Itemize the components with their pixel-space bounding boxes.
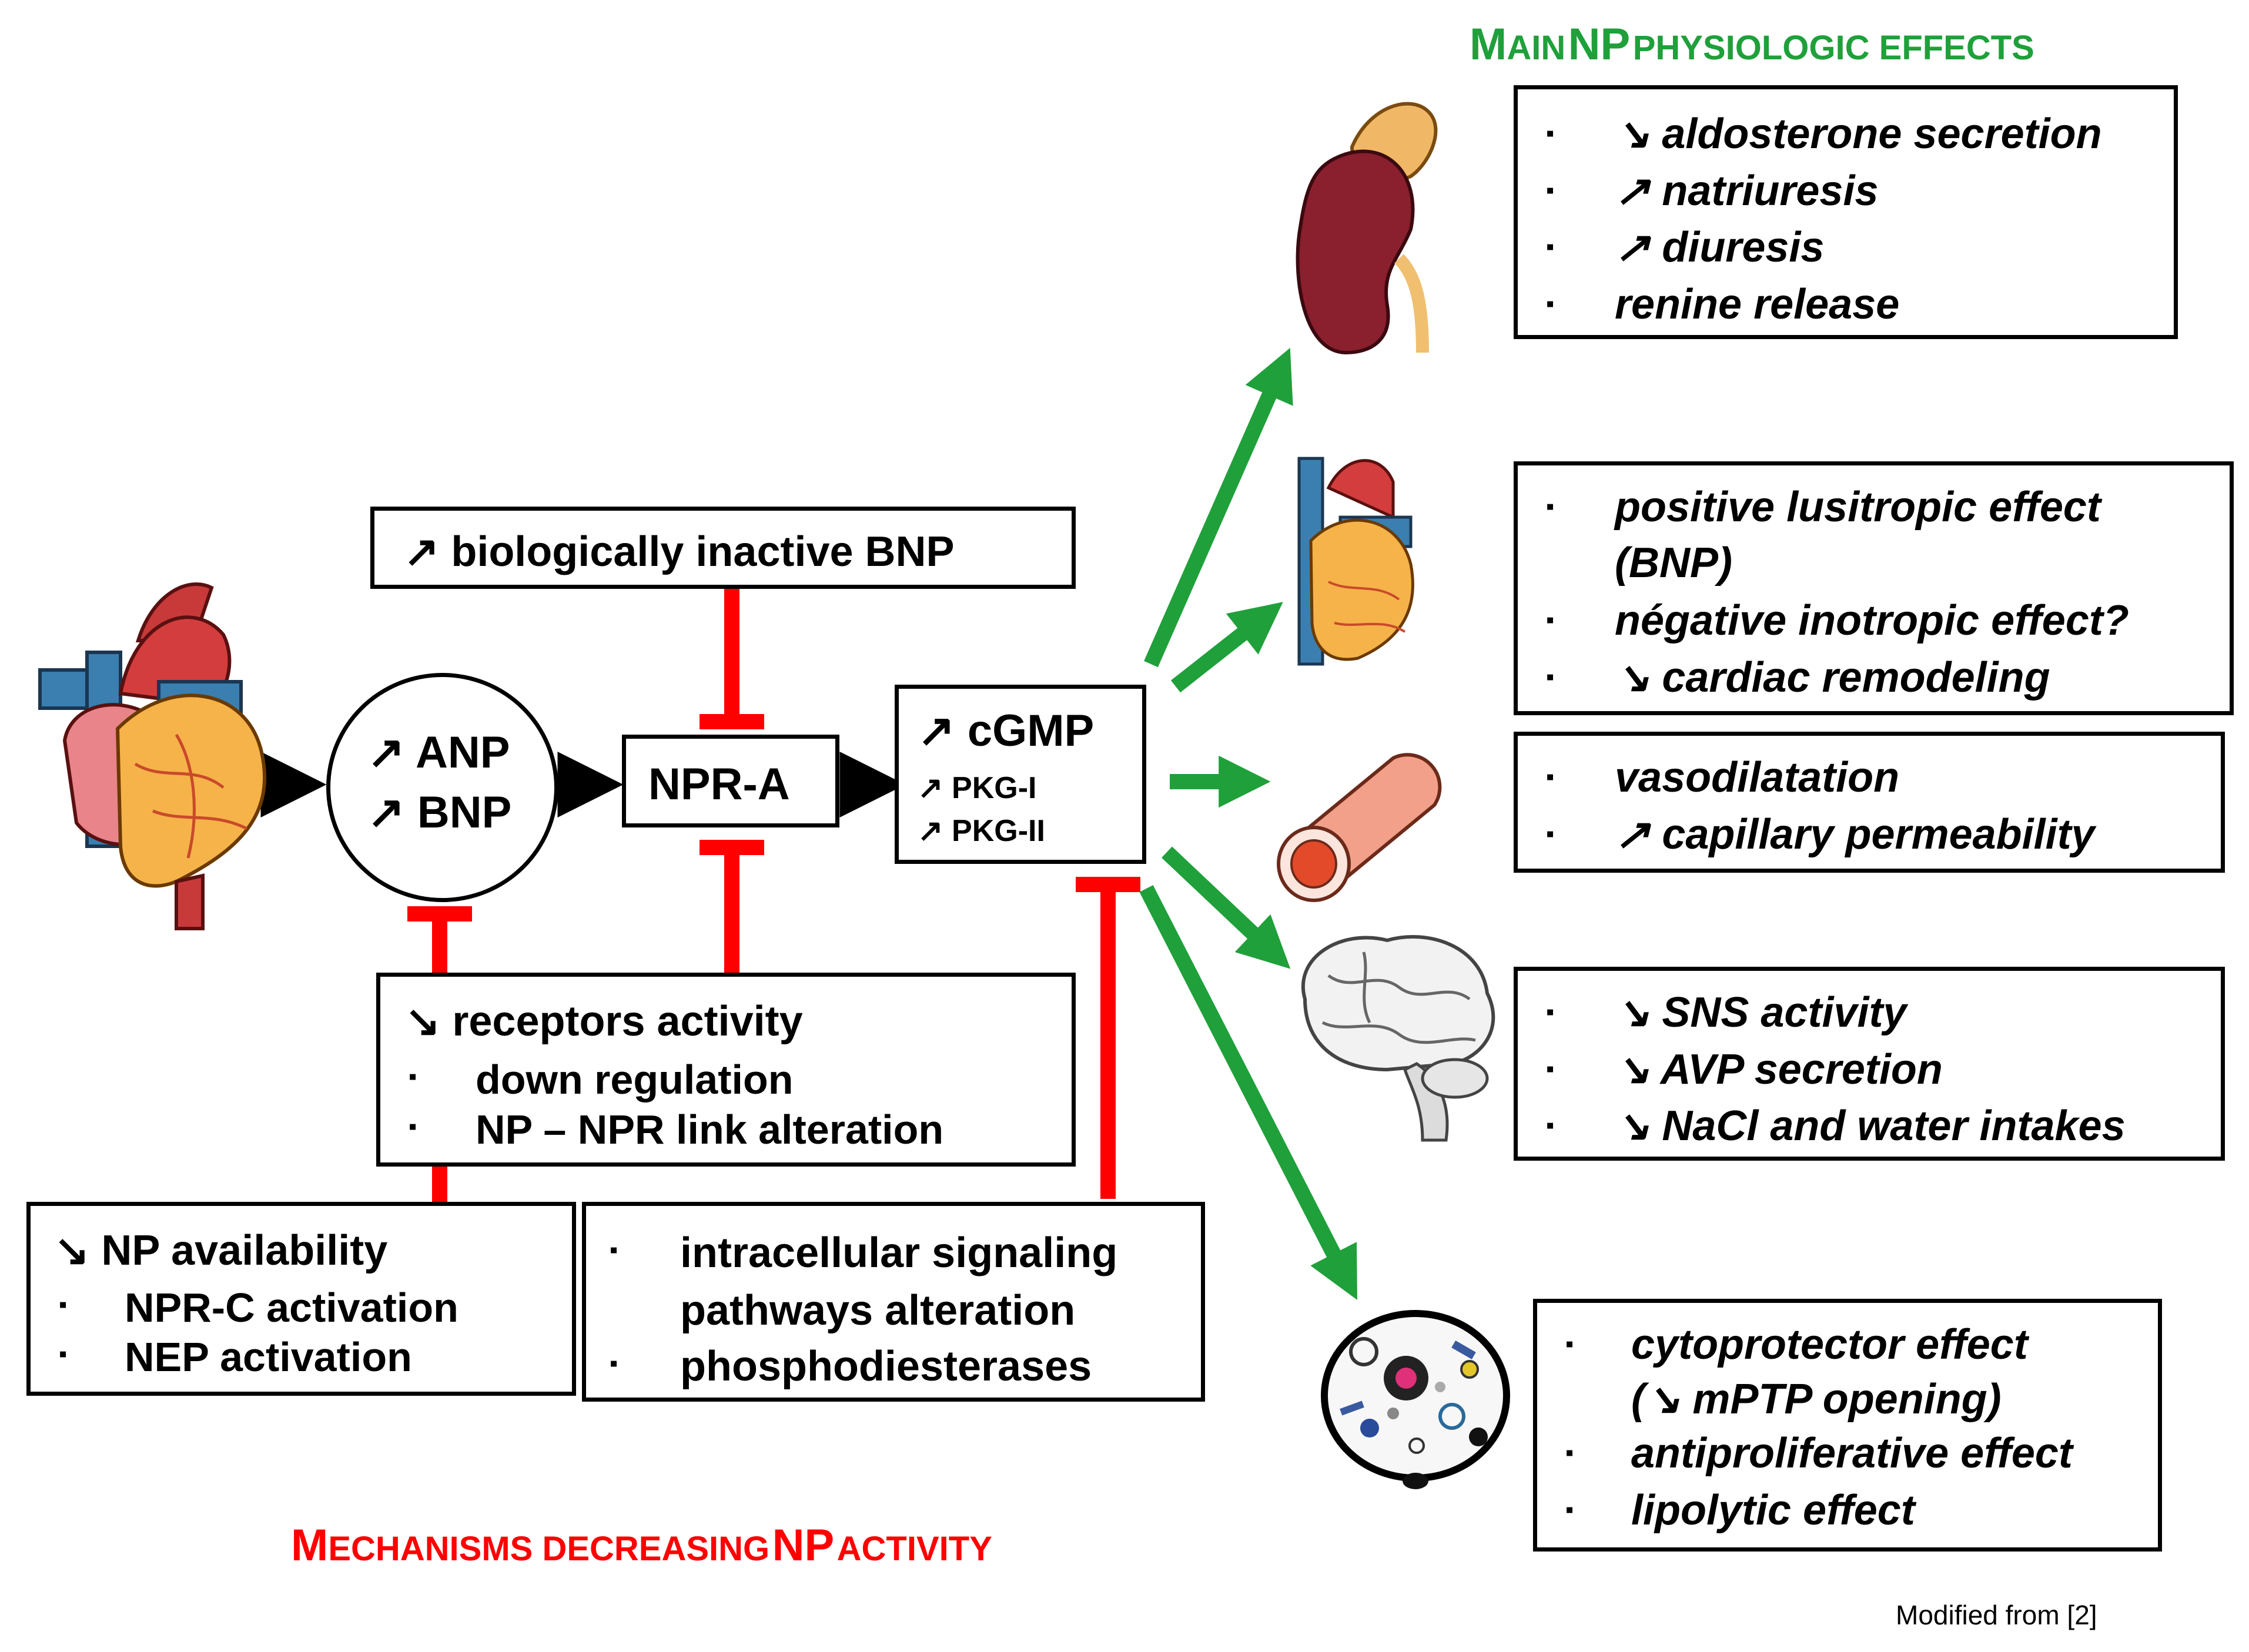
- bullet-icon: ▪: [1546, 494, 1555, 520]
- effect-item: lipolytic effect: [1631, 1487, 1915, 1534]
- effect-item: antiproliferative effect: [1631, 1430, 2073, 1477]
- effect-item-continued: (BNP): [1615, 540, 1732, 587]
- np-availability-box: ↘ NP availability ▪ NPR-C activation ▪ N…: [26, 1202, 576, 1396]
- brain-illustration: [1301, 935, 1495, 1142]
- brain-effects-box: ▪ ↘ SNS activity ▪ ↘ AVP secretion ▪ ↘ N…: [1514, 967, 2225, 1161]
- natriuretic-peptides-node: [326, 673, 558, 902]
- bullet-icon: ▪: [1546, 1112, 1555, 1138]
- receptors-activity-box: ↘ receptors activity ▪ down regulation ▪…: [376, 973, 1076, 1167]
- vessel-effects-box: ▪ vasodilatation ▪ ↗ capillary permeabil…: [1514, 732, 2225, 873]
- cell-effects-box: ▪ cytoprotector effect (↘ mPTP opening) …: [1533, 1299, 2162, 1552]
- effect-item-continued: (↘ mPTP opening): [1631, 1376, 2002, 1423]
- bullet-icon: ▪: [1546, 291, 1555, 317]
- kidney-effects-box: ▪ ↘ aldosterone secretion ▪ ↗ natriuresi…: [1514, 85, 2178, 339]
- effect-arrow-heart: [1170, 602, 1283, 693]
- bullet-icon: ▪: [409, 1114, 417, 1140]
- effect-item: négative inotropic effect?: [1615, 597, 2129, 644]
- bullet-icon: ▪: [1546, 821, 1555, 847]
- bullet-icon: ▪: [1565, 1331, 1574, 1357]
- inactive-bnp-label: ↗ biologically inactive BNP: [404, 528, 955, 575]
- effect-arrow-kidney: [1144, 347, 1293, 668]
- source-footnote: Modified from [2]: [1896, 1600, 2097, 1630]
- availability-item: NPR-C activation: [125, 1285, 458, 1331]
- heart-effects-box: ▪ positive lusitropic effect (BNP) ▪ nég…: [1514, 461, 2234, 715]
- inhibit-inactive-bnp-to-npra: [700, 588, 764, 729]
- bullet-icon: ▪: [1546, 607, 1555, 633]
- effect-item: positive lusitropic effect: [1615, 484, 2101, 531]
- effect-item: ↘ NaCl and water intakes: [1615, 1103, 2126, 1150]
- effect-item: ↗ natriuresis: [1615, 167, 1879, 215]
- bullet-icon: ▪: [1546, 1056, 1555, 1082]
- bullet-icon: ▪: [1546, 120, 1555, 146]
- inhibit-signaling-to-cgmp: [1076, 877, 1140, 1199]
- bullet-icon: ▪: [59, 1341, 68, 1367]
- bullet-icon: ▪: [610, 1351, 618, 1376]
- heart-illustration: [38, 582, 266, 930]
- npr-a-node: NPR-A: [622, 735, 839, 827]
- effects-title: MAIN NP PHYSIOLOGIC EFFECTS: [1470, 19, 2034, 69]
- inhibit-receptors-to-np: [407, 906, 472, 973]
- effect-arrow-brain: [1162, 846, 1291, 969]
- inhibit-receptors-to-npra: [700, 840, 764, 973]
- bullet-icon: ▪: [409, 1064, 417, 1090]
- bullet-icon: ▪: [610, 1237, 618, 1263]
- effect-item: renine release: [1615, 281, 1900, 328]
- receptors-item: NP – NPR link alteration: [476, 1107, 944, 1152]
- bullet-icon: ▪: [1565, 1497, 1574, 1523]
- cell-illustration: [1321, 1310, 1510, 1489]
- receptors-heading: ↘ receptors activity: [405, 998, 803, 1045]
- bullet-icon: ▪: [1565, 1440, 1574, 1466]
- effect-item: ↘ cardiac remodeling: [1615, 654, 2050, 701]
- effect-item: ↘ AVP secretion: [1615, 1046, 1943, 1093]
- pkg2-label: ↗ PKG-II: [918, 814, 1045, 848]
- bullet-icon: ▪: [1546, 664, 1555, 690]
- small-heart-illustration: [1297, 457, 1414, 666]
- bullet-icon: ▪: [59, 1292, 68, 1318]
- effect-item: ↗ capillary permeability: [1615, 811, 2095, 858]
- kidney-illustration: [1296, 102, 1438, 355]
- bullet-icon: ▪: [1546, 177, 1555, 203]
- availability-item: NEP activation: [125, 1334, 412, 1380]
- effect-item: vasodilatation: [1615, 754, 1900, 801]
- bullet-icon: ▪: [1546, 999, 1555, 1025]
- cgmp-node: ↗ cGMP ↗ PKG-I ↗ PKG-II: [895, 685, 1146, 864]
- effect-item: ↘ aldosterone secretion: [1615, 110, 2102, 158]
- anp-label: ↗ ANP: [367, 728, 510, 778]
- signaling-item: intracellular signaling: [680, 1229, 1118, 1276]
- npr-a-label: NPR-A: [648, 759, 790, 809]
- receptors-item: down regulation: [476, 1057, 794, 1103]
- signaling-item-continued: pathways alteration: [680, 1287, 1076, 1334]
- bnp-label: ↗ BNP: [367, 788, 512, 837]
- effect-arrow-cell: [1139, 885, 1357, 1301]
- signaling-item: phosphodiesterases: [680, 1343, 1092, 1390]
- bullet-icon: ▪: [1546, 234, 1555, 260]
- inactive-bnp-box: ↗ biologically inactive BNP: [370, 507, 1076, 589]
- effect-item: cytoprotector effect: [1631, 1321, 2028, 1368]
- cgmp-label: ↗ cGMP: [918, 706, 1095, 756]
- availability-heading: ↘ NP availability: [54, 1227, 388, 1274]
- signaling-box: ▪ intracellular signaling pathways alter…: [582, 1202, 1205, 1402]
- effect-item: ↗ diuresis: [1615, 224, 1825, 271]
- blood-vessel-illustration: [1277, 753, 1442, 902]
- bullet-icon: ▪: [1546, 764, 1555, 790]
- effect-item: ↘ SNS activity: [1615, 989, 1907, 1036]
- mechanisms-title: MECHANISMS DECREASING NP ACTIVITY: [291, 1520, 992, 1570]
- pkg1-label: ↗ PKG-I: [918, 771, 1037, 805]
